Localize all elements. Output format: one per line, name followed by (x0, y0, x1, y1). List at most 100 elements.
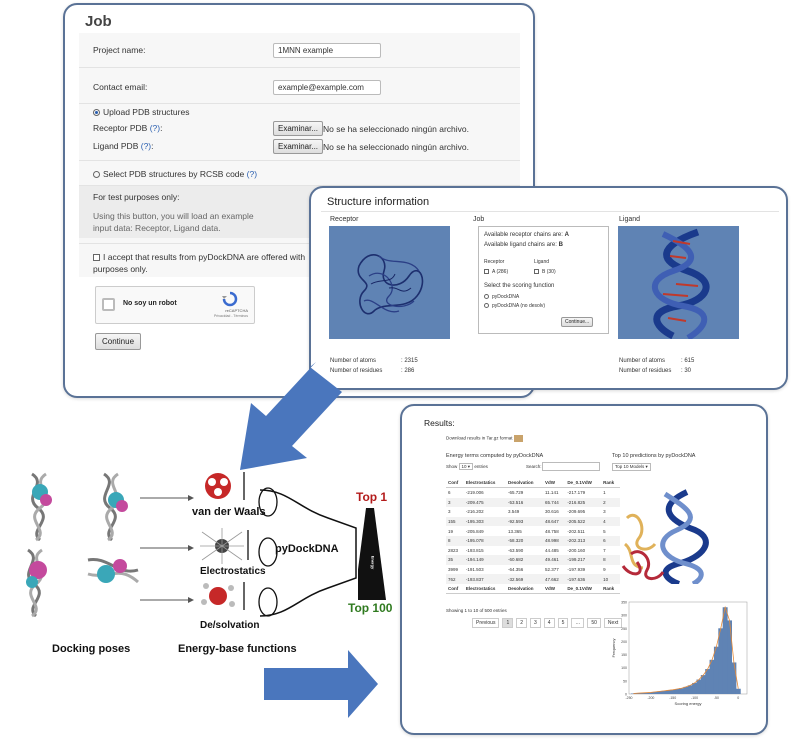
histogram-bar (731, 662, 737, 694)
accept-terms-line1[interactable]: I accept that results from pyDockDNA are… (93, 252, 305, 262)
receptor-atoms-label: Number of atoms (330, 358, 377, 364)
rcsb-radio[interactable] (93, 171, 100, 179)
ligand-residues-value: : 30 (681, 368, 692, 374)
project-name-input[interactable]: 1MNN example (273, 43, 381, 58)
table-cell: -65.729 (507, 490, 524, 496)
recaptcha-widget[interactable]: No soy un robot reCAPTCHA Privacidad - T… (95, 286, 255, 324)
ligand-chains-value: B (558, 242, 563, 248)
table-cell: -217.179 (567, 490, 586, 496)
show-select[interactable]: 10 ▾ (458, 463, 474, 470)
receptor-structure-view[interactable] (329, 226, 450, 339)
show-entries[interactable]: Show 10 ▾ entries (446, 463, 488, 470)
receptor-protein-icon (357, 254, 424, 315)
column-header[interactable]: Desolvation (505, 478, 544, 488)
y-tick-label: 0 (625, 693, 627, 697)
page-1[interactable]: 1 (502, 618, 514, 628)
ligand-no-file-text: No se ha seleccionado ningún archivo. (323, 142, 470, 152)
receptor-chains-value: A (564, 232, 569, 238)
ligand-chain-option[interactable]: B (30) (534, 269, 556, 275)
protein-dna-complex-icon (621, 489, 709, 584)
ligand-help-link[interactable]: (?) (140, 141, 152, 151)
scoring-option-nodesolv[interactable]: pyDockDNA (no desolv) (484, 303, 545, 309)
contact-email-input[interactable]: example@example.com (273, 80, 381, 95)
column-header[interactable]: De_0.1VdW (565, 478, 602, 488)
column-footer[interactable]: Rank (601, 583, 620, 594)
page-50[interactable]: 50 (587, 618, 601, 628)
ligand-heading: Ligand (619, 216, 641, 223)
receptor-chain-option[interactable]: A (286) (484, 269, 508, 275)
ligand-browse-button[interactable]: Examinar... (273, 139, 324, 154)
table-cell: 48.998 (543, 535, 566, 546)
rcsb-option[interactable]: Select PDB structures by RCSB code (?) (93, 169, 257, 179)
column-footer[interactable]: Desolvation (505, 583, 544, 594)
table-cell: -194.149 (463, 555, 506, 565)
captcha-checkbox[interactable] (102, 298, 115, 311)
table-cell: 3 (448, 509, 451, 515)
column-footer[interactable]: VdW (543, 583, 566, 594)
receptor-label-text: Receptor PDB (93, 123, 148, 133)
divider (79, 243, 520, 244)
receptor-chain-checkbox[interactable] (484, 269, 489, 275)
column-header[interactable]: Rank (601, 478, 620, 488)
rcsb-help-link[interactable]: (?) (246, 169, 258, 179)
column-footer[interactable]: Conf (446, 583, 464, 594)
receptor-help-link[interactable]: (?) (149, 123, 161, 133)
archive-icon[interactable] (513, 435, 523, 442)
receptor-atoms-number: 2315 (404, 358, 418, 364)
receptor-pdb-label: Receptor PDB (?): (93, 123, 162, 133)
table-cell: 8 (446, 535, 464, 546)
column-header[interactable]: VdW (543, 478, 566, 488)
receptor-browse-button[interactable]: Examinar... (273, 121, 324, 136)
scoring-option-pydockdna[interactable]: pyDockDNA (484, 294, 519, 300)
ligand-structure-view[interactable] (618, 226, 739, 341)
table-cell: 6 (448, 490, 451, 496)
download-link[interactable]: Download results in Tar.gz format (446, 435, 523, 442)
test-text-line1: Using this button, you will load an exam… (93, 211, 254, 221)
histogram-bar (727, 620, 732, 694)
right-arrow (264, 650, 378, 718)
ligand-chain-checkbox[interactable] (534, 269, 539, 275)
structure-continue-button[interactable]: Continue... (561, 317, 594, 327)
page-next[interactable]: Next (603, 618, 623, 628)
receptor-heading: Receptor (330, 216, 359, 223)
top10-select[interactable]: Top 10 Models ▾ (612, 463, 651, 471)
column-header[interactable]: Conf (446, 478, 464, 488)
page-previous[interactable]: Previous (472, 618, 500, 628)
table-cell: 1 (603, 490, 606, 496)
divider (79, 185, 520, 186)
pose-3 (26, 548, 47, 618)
table-cell: 48.647 (543, 516, 566, 527)
ligand-atoms-label: Number of atoms (619, 358, 666, 364)
table-cell: -92.593 (505, 516, 544, 527)
divider (79, 103, 520, 104)
page-4[interactable]: 4 (543, 618, 555, 628)
table-cell: -193.837 (463, 574, 506, 584)
histogram-bar (670, 689, 676, 694)
page-5[interactable]: 5 (557, 618, 569, 628)
upload-radio[interactable] (93, 109, 100, 117)
page-3[interactable]: 3 (530, 618, 541, 628)
divider (321, 211, 779, 212)
table-cell: -197.939 (567, 567, 586, 573)
page-2[interactable]: 2 (516, 618, 528, 628)
captcha-label: No soy un robot (123, 300, 177, 307)
energy-wedge-icon (358, 508, 386, 600)
scoring-radio-2[interactable] (484, 303, 489, 309)
column-footer[interactable]: De_0.1VdW (565, 583, 602, 594)
column-footer[interactable]: Electrostatics (463, 583, 506, 594)
upload-pdb-option[interactable]: Upload PDB structures (93, 107, 189, 117)
captcha-links[interactable]: Privacidad - Términos (214, 314, 248, 318)
search-input[interactable] (542, 462, 600, 471)
top-prediction-structure-view[interactable] (617, 488, 717, 584)
column-header[interactable]: Electrostatics (463, 478, 506, 488)
scoring-radio-1[interactable] (484, 294, 489, 300)
table-cell: -216.202 (465, 509, 484, 515)
recaptcha-logo-icon (222, 291, 238, 307)
continue-button[interactable]: Continue (95, 333, 142, 350)
pose-2 (103, 472, 128, 542)
accept-checkbox[interactable] (93, 254, 100, 262)
